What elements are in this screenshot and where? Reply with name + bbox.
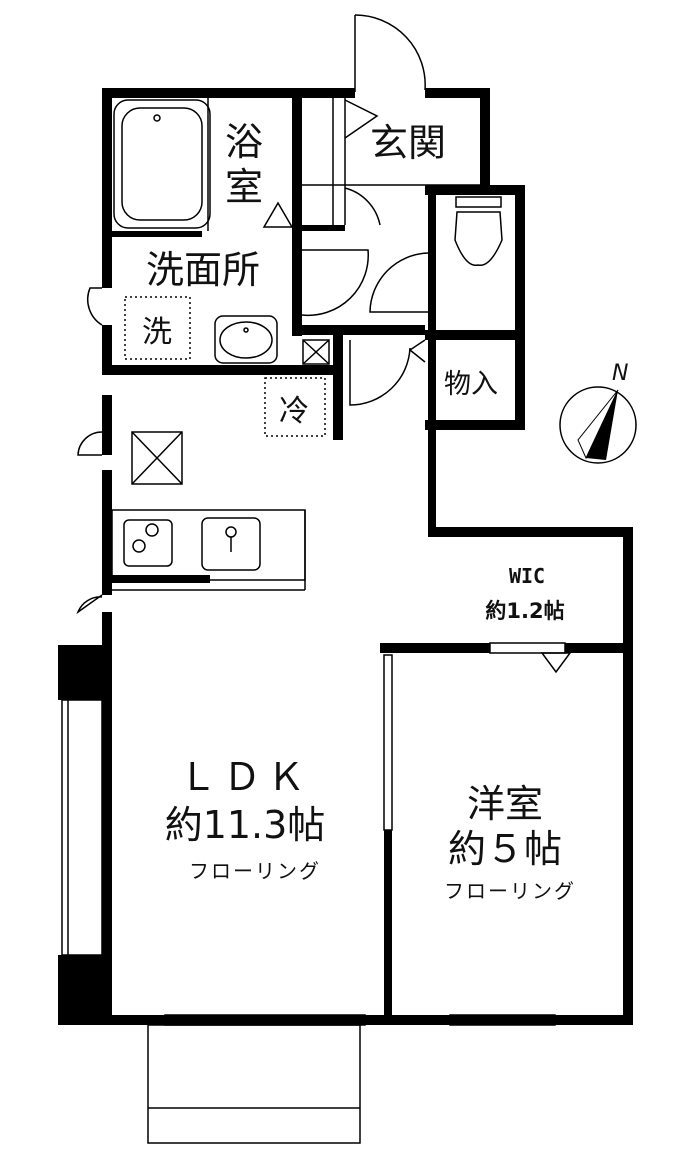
compass-icon: N: [559, 361, 637, 464]
wic-label: WIC: [509, 564, 545, 588]
bathtub-icon: [113, 99, 211, 229]
balcony: [147, 1024, 361, 1144]
walls: [58, 88, 633, 1025]
bath-label-1: 浴: [225, 120, 263, 164]
western-room-label: 洋室: [467, 782, 543, 826]
entrance-label: 玄関: [370, 121, 446, 165]
bath-label-2: 室: [225, 165, 263, 209]
compass-north-label: N: [612, 361, 628, 386]
door-swing: [86, 287, 103, 326]
fridge-space: [264, 377, 326, 437]
door-swing: [77, 431, 103, 456]
ldk-size: 約11.3帖: [165, 803, 326, 847]
windows: [61, 642, 572, 1026]
entrance-area: [301, 98, 480, 406]
toilet-icon: [454, 196, 503, 267]
pipe-space-icon: [302, 339, 330, 365]
washroom-label: 洗面所: [146, 248, 260, 292]
range-hood-icon: [131, 431, 183, 485]
washer-space: [124, 296, 191, 360]
wic-size: 約1.2帖: [485, 599, 564, 623]
fridge-label: 冷: [279, 394, 309, 429]
washer-label: 洗: [142, 315, 172, 350]
western-room-size: 約５帖: [448, 827, 562, 871]
ldk-label: ＬＤＫ: [179, 755, 311, 799]
wash-basin-icon: [214, 315, 278, 364]
kitchen-counter: [111, 509, 306, 591]
western-room-floor: フローリング: [444, 879, 576, 903]
entrance-door: [354, 14, 426, 92]
door-swing: [76, 594, 103, 615]
storage-label: 物入: [444, 369, 498, 400]
ldk-floor: フローリング: [189, 859, 321, 883]
